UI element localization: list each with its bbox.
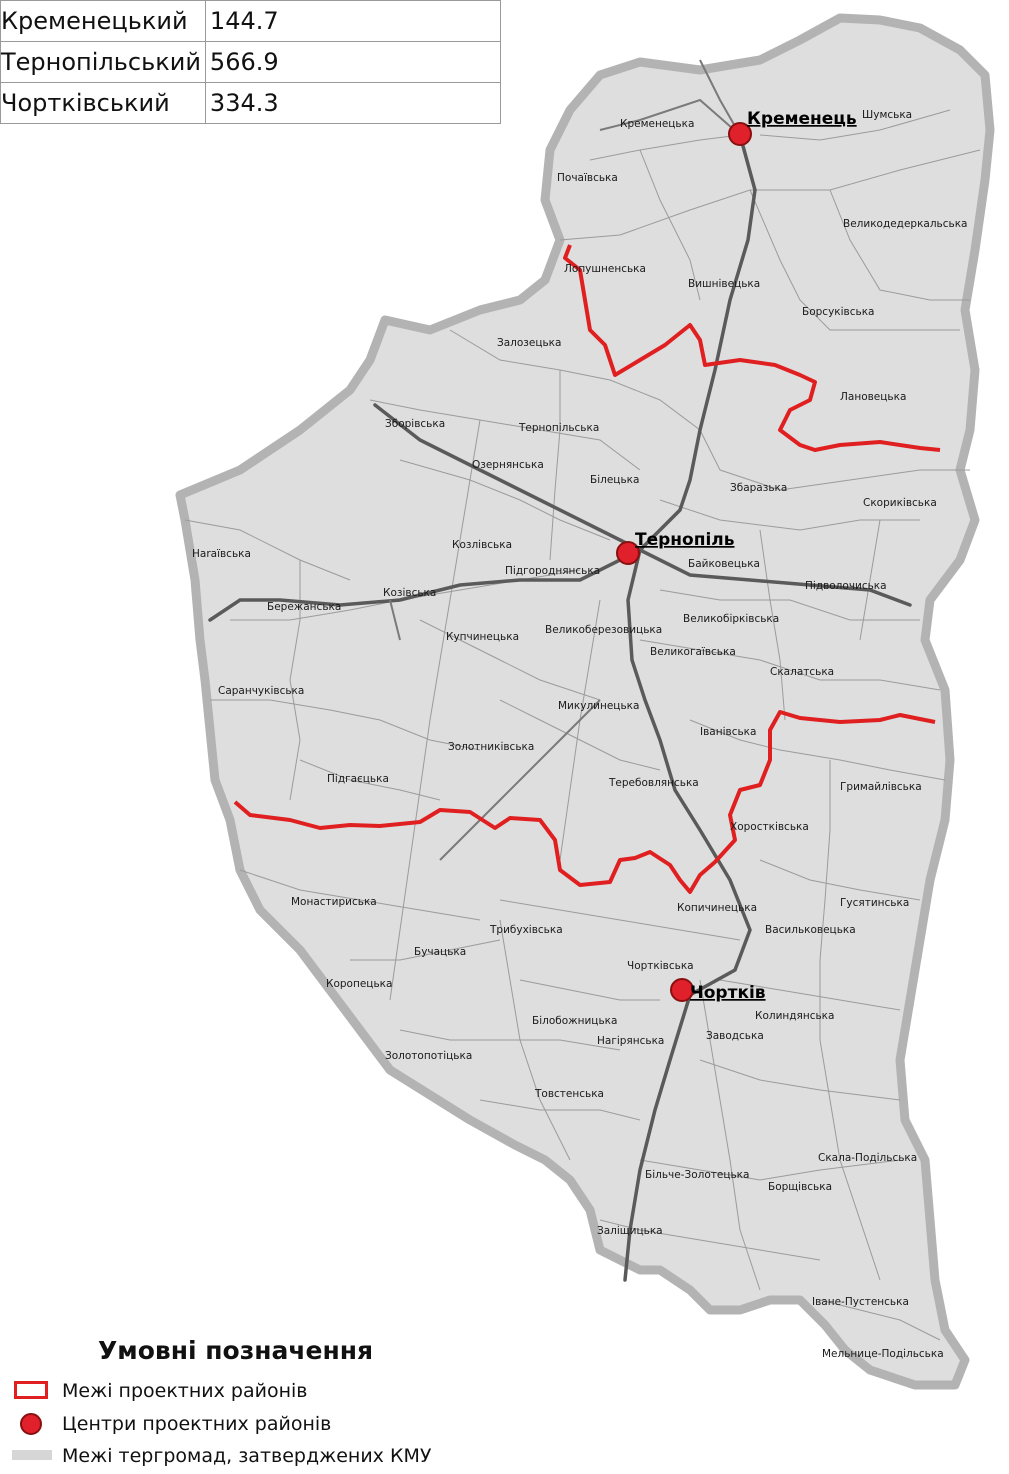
legend-label: Межі проектних районів: [62, 1380, 308, 1402]
community-label: Козлівська: [452, 539, 512, 551]
roads-light: [389, 59, 741, 861]
community-label: Іванівська: [700, 726, 756, 738]
center-marker-chortkiv: [670, 978, 694, 1002]
community-label: Хоростківська: [730, 821, 809, 833]
community-label: Козівська: [383, 587, 436, 599]
community-label: Більче-Золотецька: [645, 1169, 749, 1181]
community-label: Наraївська: [192, 548, 251, 560]
district-name: Тернопільський: [0, 41, 206, 83]
legend-item-district-center: Центри проектних районів: [12, 1409, 331, 1439]
community-label: Трибухівська: [489, 924, 563, 936]
community-label: Шумська: [862, 109, 912, 121]
community-label: Білецька: [590, 474, 639, 486]
table-row: Чортківський 334.3: [0, 82, 501, 124]
community-label: Колиндянська: [755, 1010, 834, 1022]
oblast-shape: [175, 13, 995, 1390]
district-center-dot-icon: [12, 1409, 56, 1439]
community-label: Тернопільська: [518, 422, 599, 434]
community-boundaries: [184, 109, 981, 1341]
district-name: Чортківський: [0, 82, 206, 124]
community-label: Гусятинська: [840, 897, 909, 909]
community-label: Копичинецька: [677, 902, 757, 914]
community-label: Золотопотіцька: [385, 1050, 472, 1062]
community-label: Бережанська: [267, 601, 341, 613]
community-label: Борсуківська: [802, 306, 874, 318]
legend-item-community-border: Межі тергромад, затверджених КМУ: [12, 1441, 431, 1471]
community-labels: Кременецька Шумська Почаївська Великодед…: [192, 109, 967, 1360]
legend-title: Умовні позначення: [98, 1336, 374, 1365]
community-label: Мельнице-Подільська: [822, 1348, 944, 1360]
community-label: Коропецька: [326, 978, 392, 990]
legend-label: Центри проектних районів: [62, 1413, 332, 1435]
community-label: Лопушненська: [564, 263, 646, 275]
legend-item-district-border: Межі проектних районів: [12, 1376, 308, 1406]
community-label: Великодедеркальська: [843, 218, 967, 230]
center-marker-kremenets: [728, 122, 752, 146]
community-label: Почаївська: [557, 172, 618, 184]
community-label: Заліщицька: [597, 1225, 663, 1237]
community-label: Великобірківська: [683, 613, 779, 625]
community-label: Саранчуківська: [218, 685, 304, 697]
center-label-kremenets: Кременець: [747, 109, 857, 129]
community-label: Скала-Подільська: [818, 1152, 917, 1164]
community-label: Скориківська: [863, 497, 937, 509]
district-border-swatch-icon: [12, 1376, 56, 1406]
community-label: Микулинецька: [558, 700, 639, 712]
community-label: Теребовлянська: [608, 777, 699, 789]
district-borders: [233, 244, 941, 894]
community-label: Великогаївська: [650, 646, 736, 658]
community-label: Васильковецька: [765, 924, 856, 936]
community-label: Іване-Пустенська: [812, 1296, 909, 1308]
community-label: Борщівська: [768, 1181, 832, 1193]
district-value: 566.9: [204, 41, 501, 83]
community-label: Великоберезовицька: [545, 624, 662, 636]
community-label: Білобожницька: [532, 1015, 617, 1027]
community-label: Нагірянська: [597, 1035, 664, 1047]
community-label: Товстенська: [534, 1088, 604, 1100]
table-row: Тернопільський 566.9: [0, 41, 501, 83]
community-label: Заводська: [706, 1030, 764, 1042]
district-value: 334.3: [204, 82, 501, 124]
community-label: Гримайлівська: [840, 781, 922, 793]
community-label: Підволочиська: [805, 580, 887, 592]
center-marker-ternopil: [616, 541, 640, 565]
community-label: Вишнівецька: [688, 278, 760, 290]
table-row: Кременецький 144.7: [0, 0, 501, 42]
community-label: Золотниківська: [448, 741, 534, 753]
center-label-ternopil: Тернопіль: [635, 530, 735, 550]
community-label: Байковецька: [688, 558, 760, 570]
district-value: 144.7: [204, 0, 501, 42]
community-label: Підгаєцька: [327, 773, 389, 785]
community-label: Озернянська: [472, 459, 544, 471]
district-stats-table: Кременецький 144.7 Тернопільський 566.9 …: [0, 0, 501, 124]
center-label-chortkiv: Чортків: [690, 983, 766, 1003]
community-label: Скалатська: [770, 666, 834, 678]
district-name: Кременецький: [0, 0, 206, 42]
district-centers: [616, 122, 752, 1002]
community-label: Кременецька: [620, 118, 694, 130]
community-label: Чортківська: [627, 960, 694, 972]
community-border-swatch-icon: [12, 1441, 56, 1471]
community-label: Збаразька: [730, 482, 787, 494]
legend-label: Межі тергромад, затверджених КМУ: [62, 1445, 432, 1467]
community-label: Монастириська: [291, 896, 377, 908]
community-label: Зборівська: [385, 418, 445, 430]
roads: [208, 133, 912, 1282]
community-label: Залозецька: [497, 337, 561, 349]
community-label: Лановецька: [840, 391, 906, 403]
community-label: Підгороднянська: [505, 565, 600, 577]
community-label: Купчинецька: [446, 631, 519, 643]
community-label: Бучацька: [414, 946, 466, 958]
